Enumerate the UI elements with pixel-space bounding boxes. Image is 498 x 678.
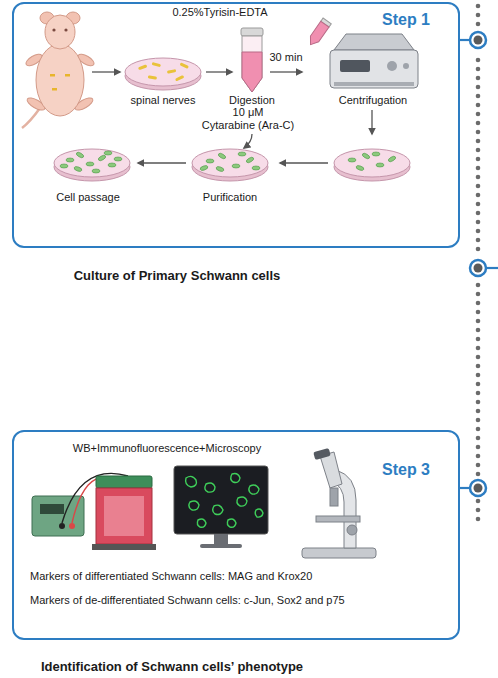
petri-dish (192, 149, 268, 181)
timeline-dot (476, 13, 481, 18)
timeline-dot (476, 364, 481, 369)
timeline-dot (476, 121, 481, 126)
timeline-dot (476, 238, 481, 243)
timeline-dot (476, 85, 481, 90)
step-connector (460, 39, 470, 41)
timeline-dot (476, 4, 481, 9)
flow-arrow (92, 71, 120, 72)
flow-arrow (280, 162, 328, 163)
step-caption: Centrifugation (339, 94, 408, 108)
timeline-dot (476, 139, 481, 144)
timeline-dot (476, 148, 481, 153)
timeline-dot (476, 130, 481, 135)
flow-arrow (270, 71, 302, 72)
digestion-tube (241, 28, 263, 92)
timeline-dot (476, 409, 481, 414)
timeline-dot (476, 382, 481, 387)
petri-dish (334, 149, 410, 181)
flow-arrow (206, 71, 232, 72)
timeline-dot (476, 463, 481, 468)
timeline-dot (476, 508, 481, 513)
step-connector (460, 487, 470, 489)
timeline-dot (476, 328, 481, 333)
timeline-dot (476, 58, 481, 63)
timeline-dot (476, 355, 481, 360)
timeline-dot (476, 499, 481, 504)
electrophoresis-kit (32, 473, 156, 550)
panel-text: Markers of differentiated Schwann cells:… (30, 570, 312, 584)
timeline-dot (476, 301, 481, 306)
timeline-dot (476, 202, 481, 207)
timeline-dot (476, 76, 481, 81)
timeline-dot (476, 337, 481, 342)
centrifuge (330, 34, 418, 88)
step-caption: Digestion (229, 94, 275, 108)
timeline-dot (476, 247, 481, 252)
timeline-dot (476, 391, 481, 396)
timeline-dot (476, 436, 481, 441)
petri-dish (54, 149, 130, 181)
step-caption: Cytarabine (Ara-C) (202, 119, 294, 133)
petri-dish (125, 58, 201, 90)
timeline-dot (476, 445, 481, 450)
timeline-dot (476, 175, 481, 180)
step-circle (470, 32, 486, 496)
panel-text: Markers of de-differentiated Schwann cel… (30, 594, 360, 608)
step-connector (486, 267, 498, 269)
flow-arrow (138, 162, 186, 163)
timeline-dot (476, 427, 481, 432)
timeline-dot (476, 166, 481, 171)
timeline-dot (476, 112, 481, 117)
flow-arrow (371, 110, 372, 134)
step-caption: 30 min (269, 51, 302, 65)
timeline-dot (476, 454, 481, 459)
step-caption: 0.25%Tyrisin-EDTA (172, 6, 267, 20)
timeline-dot (476, 22, 481, 27)
microscope (302, 448, 376, 558)
timeline-dot (476, 346, 481, 351)
timeline-dot (476, 220, 481, 225)
timeline-dot (476, 157, 481, 162)
timeline-dot (476, 283, 481, 288)
timeline-dot (476, 400, 481, 405)
timeline-dot (476, 193, 481, 198)
panel-heading: Culture of Primary Schwann cells (74, 268, 281, 284)
timeline-dot (476, 67, 481, 72)
timeline-dot (476, 229, 481, 234)
timeline-dot (476, 211, 481, 216)
timeline-dot (476, 319, 481, 324)
timeline-dot (476, 94, 481, 99)
timeline-dot (476, 373, 481, 378)
timeline-dot (476, 292, 481, 297)
timeline-dot (476, 517, 481, 522)
panel-text: WB+Immunofluorescence+Microscopy (73, 442, 261, 456)
step-caption: Purification (203, 191, 257, 205)
step-caption: spinal nerves (131, 94, 196, 108)
mouse-figure (22, 12, 96, 128)
panel-heading: Identification of Schwann cells’ phenoty… (41, 659, 303, 675)
step-label: Step 1 (382, 10, 430, 30)
timeline-dot (476, 418, 481, 423)
step-caption: 10 μM (233, 106, 264, 120)
timeline-dot (476, 472, 481, 477)
timeline-dot (476, 310, 481, 315)
timeline-dot (476, 103, 481, 108)
step-label: Step 3 (382, 460, 430, 480)
monitor (174, 466, 268, 548)
step-caption: Cell passage (56, 191, 120, 205)
small-tube (306, 18, 331, 47)
flow-arrow (244, 134, 252, 148)
timeline-dot (476, 184, 481, 189)
